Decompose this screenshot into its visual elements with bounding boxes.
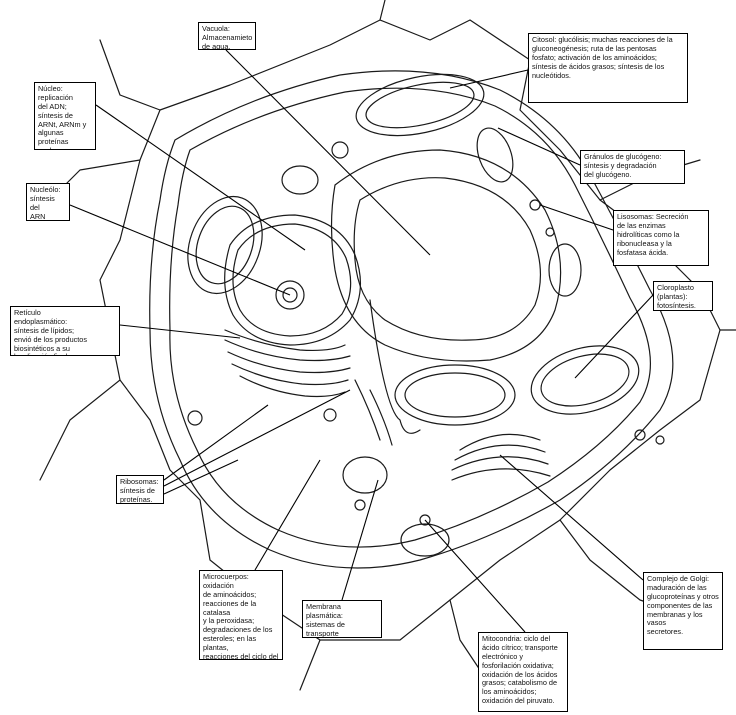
- neighbor-wall-line-2: [99, 39, 161, 111]
- label-nucleo: Núcleo: replicación del ADN; síntesis de…: [34, 82, 96, 150]
- neighbor-wall-line-5: [39, 379, 121, 481]
- nucleus: [224, 214, 362, 346]
- nucleolus: [275, 280, 305, 310]
- mitochondrion-5: [281, 165, 319, 195]
- chloroplast-1: [355, 73, 485, 137]
- label-ribosomas: Ribosomas: síntesis de proteínas.: [116, 475, 164, 504]
- cytoplasm-squiggle-2: [354, 379, 393, 446]
- label-complejo-golgi: Complejo de Golgi: maduración de las glu…: [643, 572, 723, 650]
- chloroplast-3-inner: [404, 372, 506, 418]
- chloroplast-2-inner: [195, 205, 255, 285]
- vesicle-2: [529, 199, 541, 211]
- leader-membrana: [341, 479, 379, 601]
- neighbor-cell-wall: [99, 19, 721, 641]
- golgi-complex: [451, 433, 551, 481]
- leader-citosol: [449, 69, 529, 89]
- chloroplast-1-inner: [365, 81, 475, 129]
- label-cloroplasto: Cloroplasto (plantas): fotosíntesis.: [653, 281, 713, 311]
- chloroplast-2: [187, 195, 263, 295]
- plasma-membrane: [169, 87, 651, 548]
- cell-wall: [149, 70, 674, 569]
- label-mitocondria: Mitocondria: ciclo del ácido cítrico; tr…: [478, 632, 568, 712]
- label-granulos-glucogeno: Gránulos de glucógeno: síntesis y degrad…: [580, 150, 685, 184]
- chloroplast-3: [394, 364, 516, 426]
- chloroplast-4: [530, 345, 640, 415]
- mitochondrion-2: [548, 243, 582, 297]
- vacuole-inner: [353, 177, 542, 341]
- leader-golgi: [499, 454, 644, 581]
- leader-glucogeno: [497, 127, 581, 166]
- leader-vacuola: [225, 49, 431, 256]
- leader-reticulo: [119, 324, 241, 339]
- vesicle-5: [419, 514, 431, 526]
- nucleolus-core: [282, 287, 298, 303]
- mitochondrion-3: [400, 523, 450, 557]
- wall-pit-2: [634, 429, 646, 441]
- label-citosol: Citosol: glucólisis; muchas reacciones d…: [528, 33, 688, 103]
- vesicle-1: [331, 141, 349, 159]
- label-microcuerpos: Microcuerpos: oxidación de aminoácidos; …: [199, 570, 283, 660]
- mitochondrion-4: [342, 456, 388, 494]
- leader-nucleolo: [69, 204, 291, 296]
- vesicle-3: [545, 227, 555, 237]
- cytoplasm-squiggle-1: [369, 299, 421, 434]
- leader-nucleo: [95, 104, 306, 251]
- label-nucleolo: Nucleólo: síntesis del ARN ribosómico: [26, 183, 70, 221]
- endoplasmic-reticulum: [224, 329, 351, 398]
- vesicle-6: [354, 499, 366, 511]
- label-membrana-plasmatica: Membrana plasmática: sistemas de transpo…: [302, 600, 382, 638]
- label-lisosomas: Lisosomas: Secreción de las enzimas hidr…: [613, 210, 709, 266]
- nucleus-envelope: [232, 223, 352, 337]
- chloroplast-4-inner: [540, 353, 630, 407]
- wall-pit-4: [655, 435, 665, 445]
- leader-cloroplasto: [574, 294, 654, 379]
- leader-mitocondria: [424, 519, 526, 633]
- leader-ribosomas-2: [163, 389, 351, 487]
- central-vacuole: [330, 149, 562, 362]
- neighbor-wall-line-1: [379, 0, 386, 21]
- leader-ribosomas-3: [163, 459, 239, 495]
- label-vacuola: Vacuola: Almacenamieto de agua.: [198, 22, 256, 50]
- leader-lisosomas: [539, 204, 614, 231]
- leader-ribosomas-1: [163, 404, 269, 481]
- mitochondrion-1: [476, 127, 514, 183]
- label-reticulo-endoplasmatico: Retículo endoplasmático: síntesis de líp…: [10, 306, 120, 356]
- neighbor-wall-line-9: [299, 639, 321, 691]
- vesicle-4: [323, 408, 337, 422]
- leader-microcuerpos: [254, 459, 321, 571]
- wall-pit-1: [187, 410, 203, 426]
